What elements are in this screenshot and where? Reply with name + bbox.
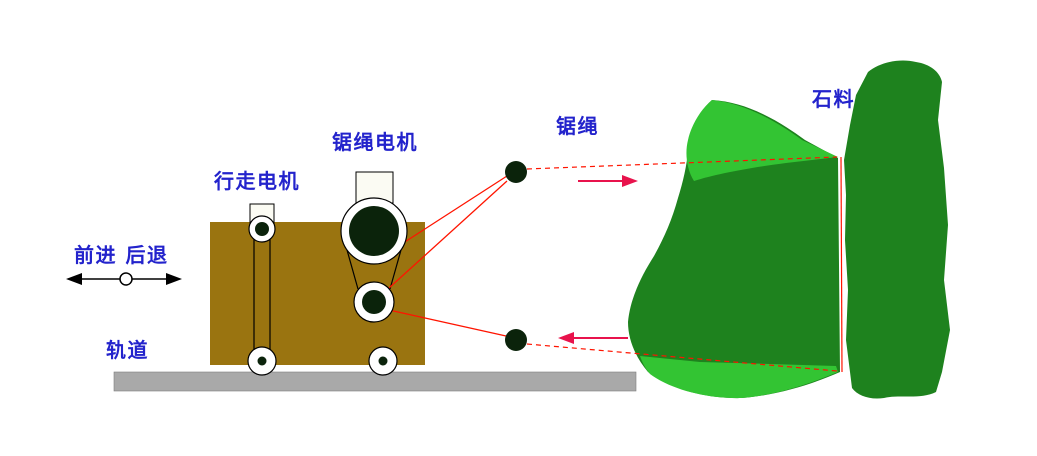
saw-motor-pulley-hub [349, 206, 399, 256]
label-forward-backward: 前进 后退 [74, 243, 168, 267]
mid-pulley-hub [362, 290, 386, 314]
idler-pulley-top [505, 161, 527, 183]
saw-rope-solid [388, 175, 508, 337]
belt-main-edge [346, 249, 359, 290]
travel-arrow-head-right [166, 273, 182, 285]
saw-rope-dashed-top [526, 156, 838, 170]
travel-direction-arrow [66, 272, 182, 286]
wheel-left-hub [257, 356, 267, 366]
drive-belts [253, 236, 402, 350]
saw-rope-return-segment [388, 180, 508, 289]
saw-rope-dashed-group [526, 156, 843, 373]
wheel-right-hub [378, 356, 388, 366]
travel-arrow-head-left [66, 273, 82, 285]
rope-arrow-right-head [622, 175, 638, 187]
rope-arrow-left-head [558, 332, 574, 344]
saw-rope-dashed-bottom [526, 343, 838, 372]
cut-line [840, 156, 843, 373]
label-saw-rope-motor: 锯绳电机 [332, 130, 418, 154]
label-track: 轨道 [106, 338, 149, 362]
saw-rope-bottom-segment [388, 309, 507, 337]
stone-left-top [686, 100, 838, 181]
walking-motor-pulley-hub [255, 222, 269, 236]
rope-direction-arrows [558, 175, 638, 344]
label-stone: 石料 [811, 87, 855, 111]
idler-pulley-bottom [505, 329, 527, 351]
travel-direction-pivot [119, 272, 133, 286]
belt-main-edge2 [389, 249, 402, 290]
stone-left-body [628, 100, 840, 399]
stone-right [844, 60, 950, 399]
label-saw-rope: 锯绳 [556, 114, 599, 138]
label-walking-motor: 行走电机 [213, 169, 300, 193]
saw-rope-top-segment [396, 175, 508, 248]
track-rail [113, 371, 637, 392]
